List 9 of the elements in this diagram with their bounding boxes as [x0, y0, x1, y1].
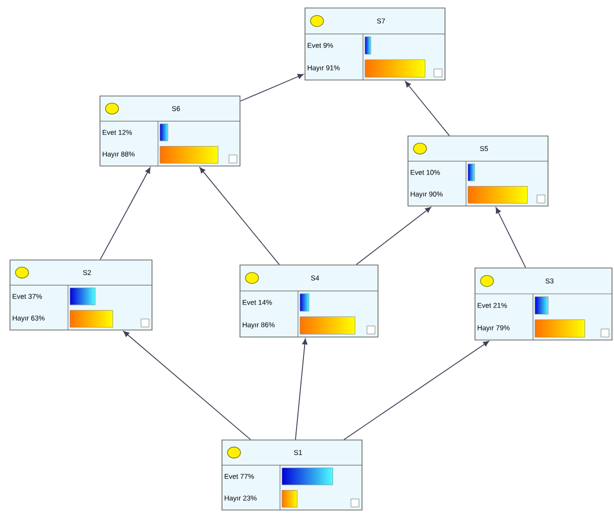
arrow: [344, 340, 490, 440]
arrow: [295, 338, 308, 440]
arrow: [356, 206, 432, 266]
arrow: [240, 74, 304, 102]
arrow: [200, 167, 280, 266]
arrow: [123, 331, 251, 440]
arrow: [100, 167, 150, 260]
arrow: [496, 207, 526, 268]
arrow: [405, 81, 450, 136]
